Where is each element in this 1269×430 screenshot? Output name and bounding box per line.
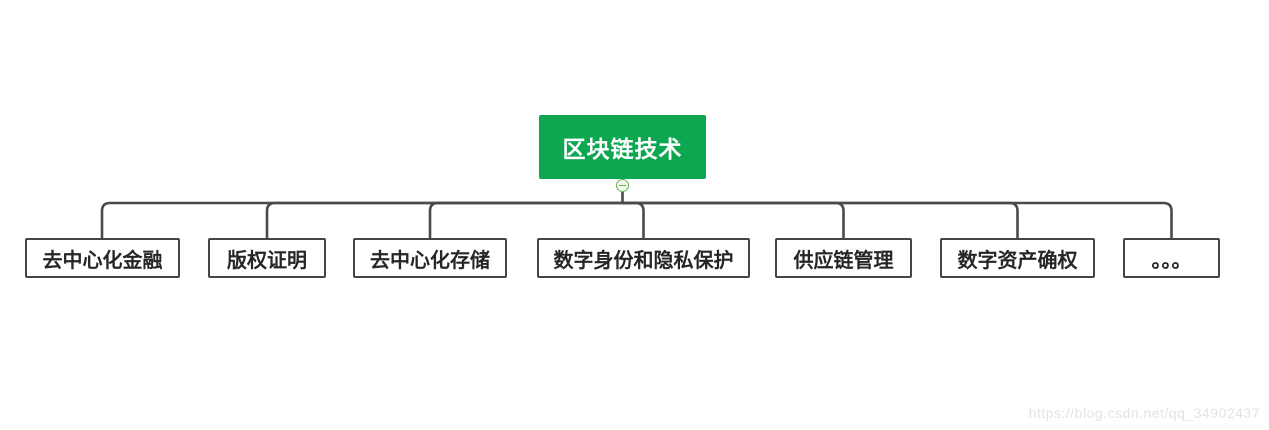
connector-child-4 [622, 201, 645, 238]
child-node-digital-asset-rights[interactable]: 数字资产确权 [940, 238, 1095, 278]
child-node-decentralized-finance[interactable]: 去中心化金融 [25, 238, 180, 278]
connector-child-1 [100, 201, 623, 238]
connector-child-6 [622, 201, 1019, 238]
collapse-button[interactable] [616, 179, 629, 192]
child-node-supply-chain[interactable]: 供应链管理 [775, 238, 912, 278]
child-node-decentralized-storage[interactable]: 去中心化存储 [353, 238, 507, 278]
child-node-ellipsis[interactable]: 。。。 [1123, 238, 1220, 278]
connector-child-2 [265, 201, 623, 238]
child-node-digital-identity-privacy[interactable]: 数字身份和隐私保护 [537, 238, 750, 278]
connector-child-5 [622, 201, 845, 238]
connector-child-7 [622, 201, 1173, 238]
connector-child-3 [428, 201, 623, 238]
child-node-copyright-proof[interactable]: 版权证明 [208, 238, 326, 278]
watermark-url: https://blog.csdn.net/qq_34902437 [1028, 405, 1260, 421]
root-node[interactable]: 区块链技术 [539, 115, 706, 179]
minus-icon [619, 184, 626, 187]
